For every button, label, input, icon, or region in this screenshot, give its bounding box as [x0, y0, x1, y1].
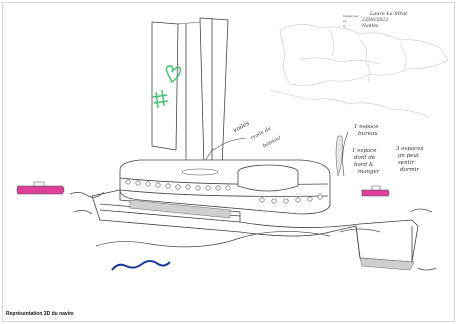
note-room1-line2: bureau: [358, 131, 378, 137]
header-author: Laure Le Strat: [370, 11, 407, 17]
figure-caption: Représentation 3D du navire: [6, 311, 74, 317]
note-room3-line3: sentir: [398, 160, 414, 166]
sail-right: [200, 18, 228, 168]
header-label-date: Le: [343, 19, 346, 23]
pink-boat-left: [17, 186, 64, 194]
header-label-name: Créé(e) par: [343, 14, 358, 18]
note-room2-line1: 1 espace: [352, 148, 376, 154]
header-date: 23/06/2023: [362, 18, 388, 23]
sail-left: [152, 22, 178, 150]
note-room1-line1: 1 espace: [354, 124, 378, 130]
note-room3-line4: dormir: [400, 167, 419, 173]
header-place: Nantes: [362, 24, 378, 29]
note-room3-line2: on peut: [398, 153, 419, 159]
note-room2-line3: bord &: [354, 162, 374, 168]
note-room2-line4: manger: [358, 169, 379, 175]
feather-sketch: [336, 136, 343, 176]
blue-wave-mark: [112, 261, 170, 270]
note-room2-line2: dont de: [354, 155, 375, 161]
pink-boat-right: [362, 190, 389, 196]
header-label-place: À: [343, 24, 345, 28]
note-room3-line1: 3 espaces: [396, 146, 423, 152]
map-background: [270, 24, 448, 118]
